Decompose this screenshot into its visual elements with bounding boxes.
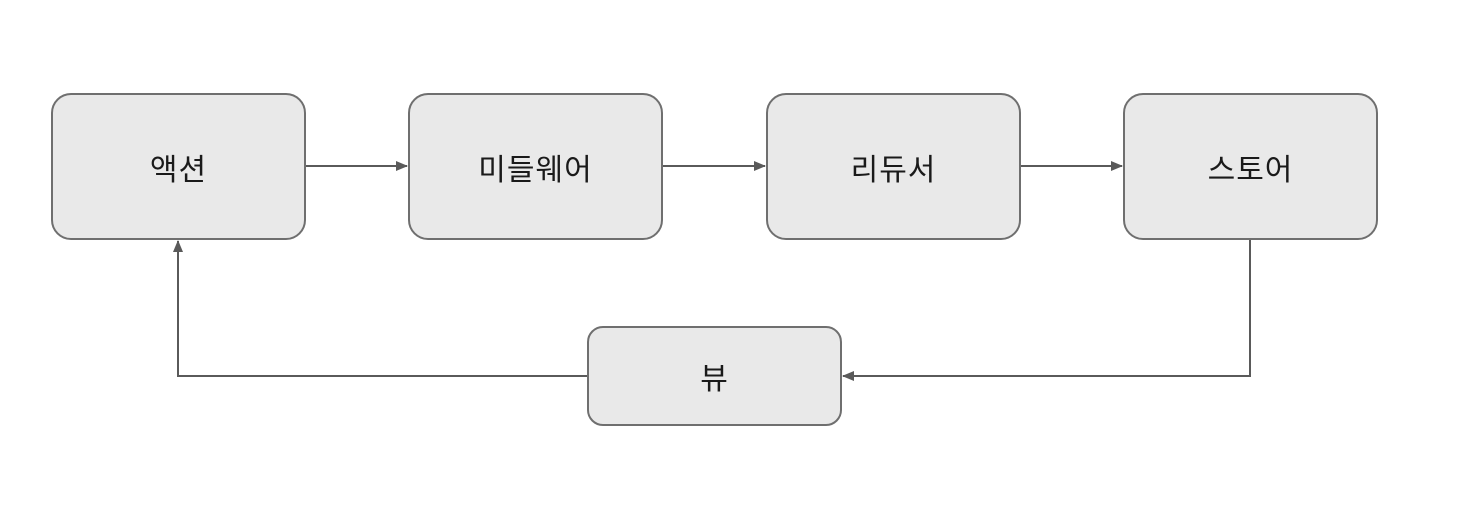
- node-reducer-label: 리듀서: [850, 152, 937, 188]
- node-view-label: 뷰: [700, 362, 729, 397]
- node-store-label: 스토어: [1207, 152, 1294, 188]
- node-action: 액션: [51, 93, 306, 240]
- node-view: 뷰: [587, 326, 842, 426]
- node-action-label: 액션: [149, 152, 208, 188]
- node-store: 스토어: [1123, 93, 1378, 240]
- node-reducer: 리듀서: [766, 93, 1021, 240]
- node-middleware: 미들웨어: [408, 93, 663, 240]
- edge-view-to-action: [173, 240, 587, 377]
- edge-store-to-view: [842, 240, 1251, 381]
- node-middleware-label: 미들웨어: [478, 152, 593, 188]
